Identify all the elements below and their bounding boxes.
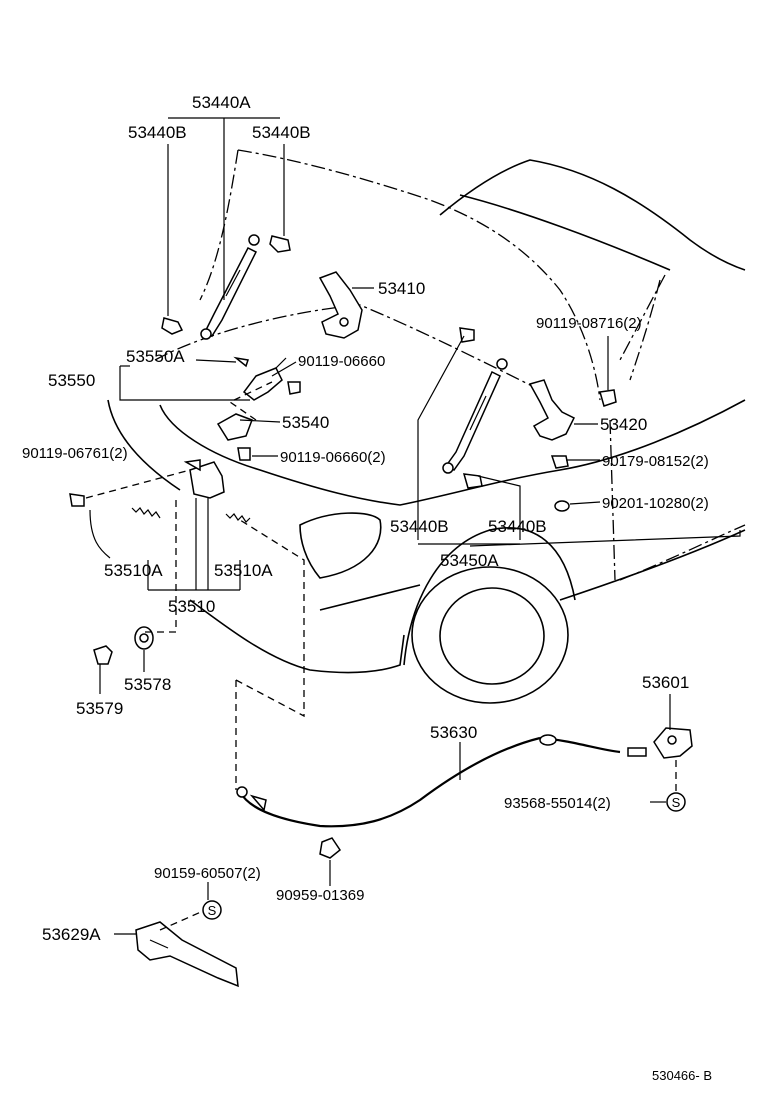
label-53550: 53550 <box>48 371 95 390</box>
front-curve <box>107 399 181 491</box>
label-53440B-right: 53440B <box>252 123 311 142</box>
label-53540: 53540 <box>282 413 329 432</box>
label-53550A: 53550A <box>126 347 185 366</box>
label-90119-06761: 90119-06761(2) <box>22 445 128 462</box>
hood-hinge-right <box>528 379 617 512</box>
label-90179-08152: 90179-08152(2) <box>602 453 709 470</box>
label-53440B-lower-left: 53440B <box>390 517 449 536</box>
headlamp <box>299 512 382 579</box>
windshield-outline <box>439 159 746 271</box>
roof-line <box>459 194 671 271</box>
a-pillar <box>619 274 666 381</box>
screw-symbol-label: S <box>672 795 681 810</box>
label-53579: 53579 <box>76 699 123 718</box>
hood-lock-springs <box>131 507 251 523</box>
label-53450A: 53450A <box>440 551 499 570</box>
lower-body-line <box>319 529 746 611</box>
hood-lock-assembly <box>216 356 301 461</box>
label-90119-06660: 90119-06660 <box>298 353 385 370</box>
tire-outer <box>411 566 569 704</box>
cushion-53578 <box>134 626 154 650</box>
label-53440B-left: 53440B <box>128 123 187 142</box>
screw-symbol-label: S <box>208 903 217 918</box>
bracket-53629A <box>135 921 239 988</box>
cushion-53579 <box>93 645 113 665</box>
label-53510A-left: 53510A <box>104 561 163 580</box>
dashed-relation-lines <box>85 381 677 931</box>
label-90119-08716: 90119-08716(2) <box>536 315 642 332</box>
diagram-code: 530466- B <box>652 1068 712 1083</box>
label-90119-06660-2: 90119-06660(2) <box>280 449 386 466</box>
hood-release-cable <box>236 734 647 828</box>
part-labels: 53440A 53440B 53440B 53410 53550A 53550 … <box>22 93 712 1083</box>
label-53629A: 53629A <box>42 925 101 944</box>
label-93568-55014: 93568-55014(2) <box>504 795 611 812</box>
hood-lock <box>69 459 225 507</box>
hood-support-strut-left <box>200 234 260 340</box>
label-53410: 53410 <box>378 279 425 298</box>
label-90201-10280: 90201-10280(2) <box>602 495 709 512</box>
ball-stud-left <box>161 317 184 335</box>
bumper-line <box>189 599 405 674</box>
screw-symbol-bracket: S <box>202 900 222 920</box>
hood-support-strut-right <box>442 327 508 489</box>
label-53578: 53578 <box>124 675 171 694</box>
label-90159-60507: 90159-60507(2) <box>154 865 261 882</box>
wheel-arch <box>403 527 576 666</box>
screw-symbol-right: S <box>666 792 686 812</box>
leader-lines <box>89 117 741 935</box>
hood-release-lever <box>653 727 693 759</box>
ball-stud-upper <box>269 235 291 253</box>
label-53440A: 53440A <box>192 93 251 112</box>
label-53601: 53601 <box>642 673 689 692</box>
label-53420: 53420 <box>600 415 647 434</box>
label-53440B-lower-right: 53440B <box>488 517 547 536</box>
cable-clamp <box>319 837 342 859</box>
label-53630: 53630 <box>430 723 477 742</box>
tire-inner <box>439 587 545 685</box>
side-body-edge <box>609 419 746 581</box>
label-53510: 53510 <box>168 597 215 616</box>
vehicle-body-outline <box>107 149 746 704</box>
fender-line <box>159 399 746 506</box>
label-53510A-right: 53510A <box>214 561 273 580</box>
hood-hinge-left <box>318 271 363 339</box>
label-90959-01369: 90959-01369 <box>276 887 364 904</box>
hood-outline <box>237 149 601 401</box>
